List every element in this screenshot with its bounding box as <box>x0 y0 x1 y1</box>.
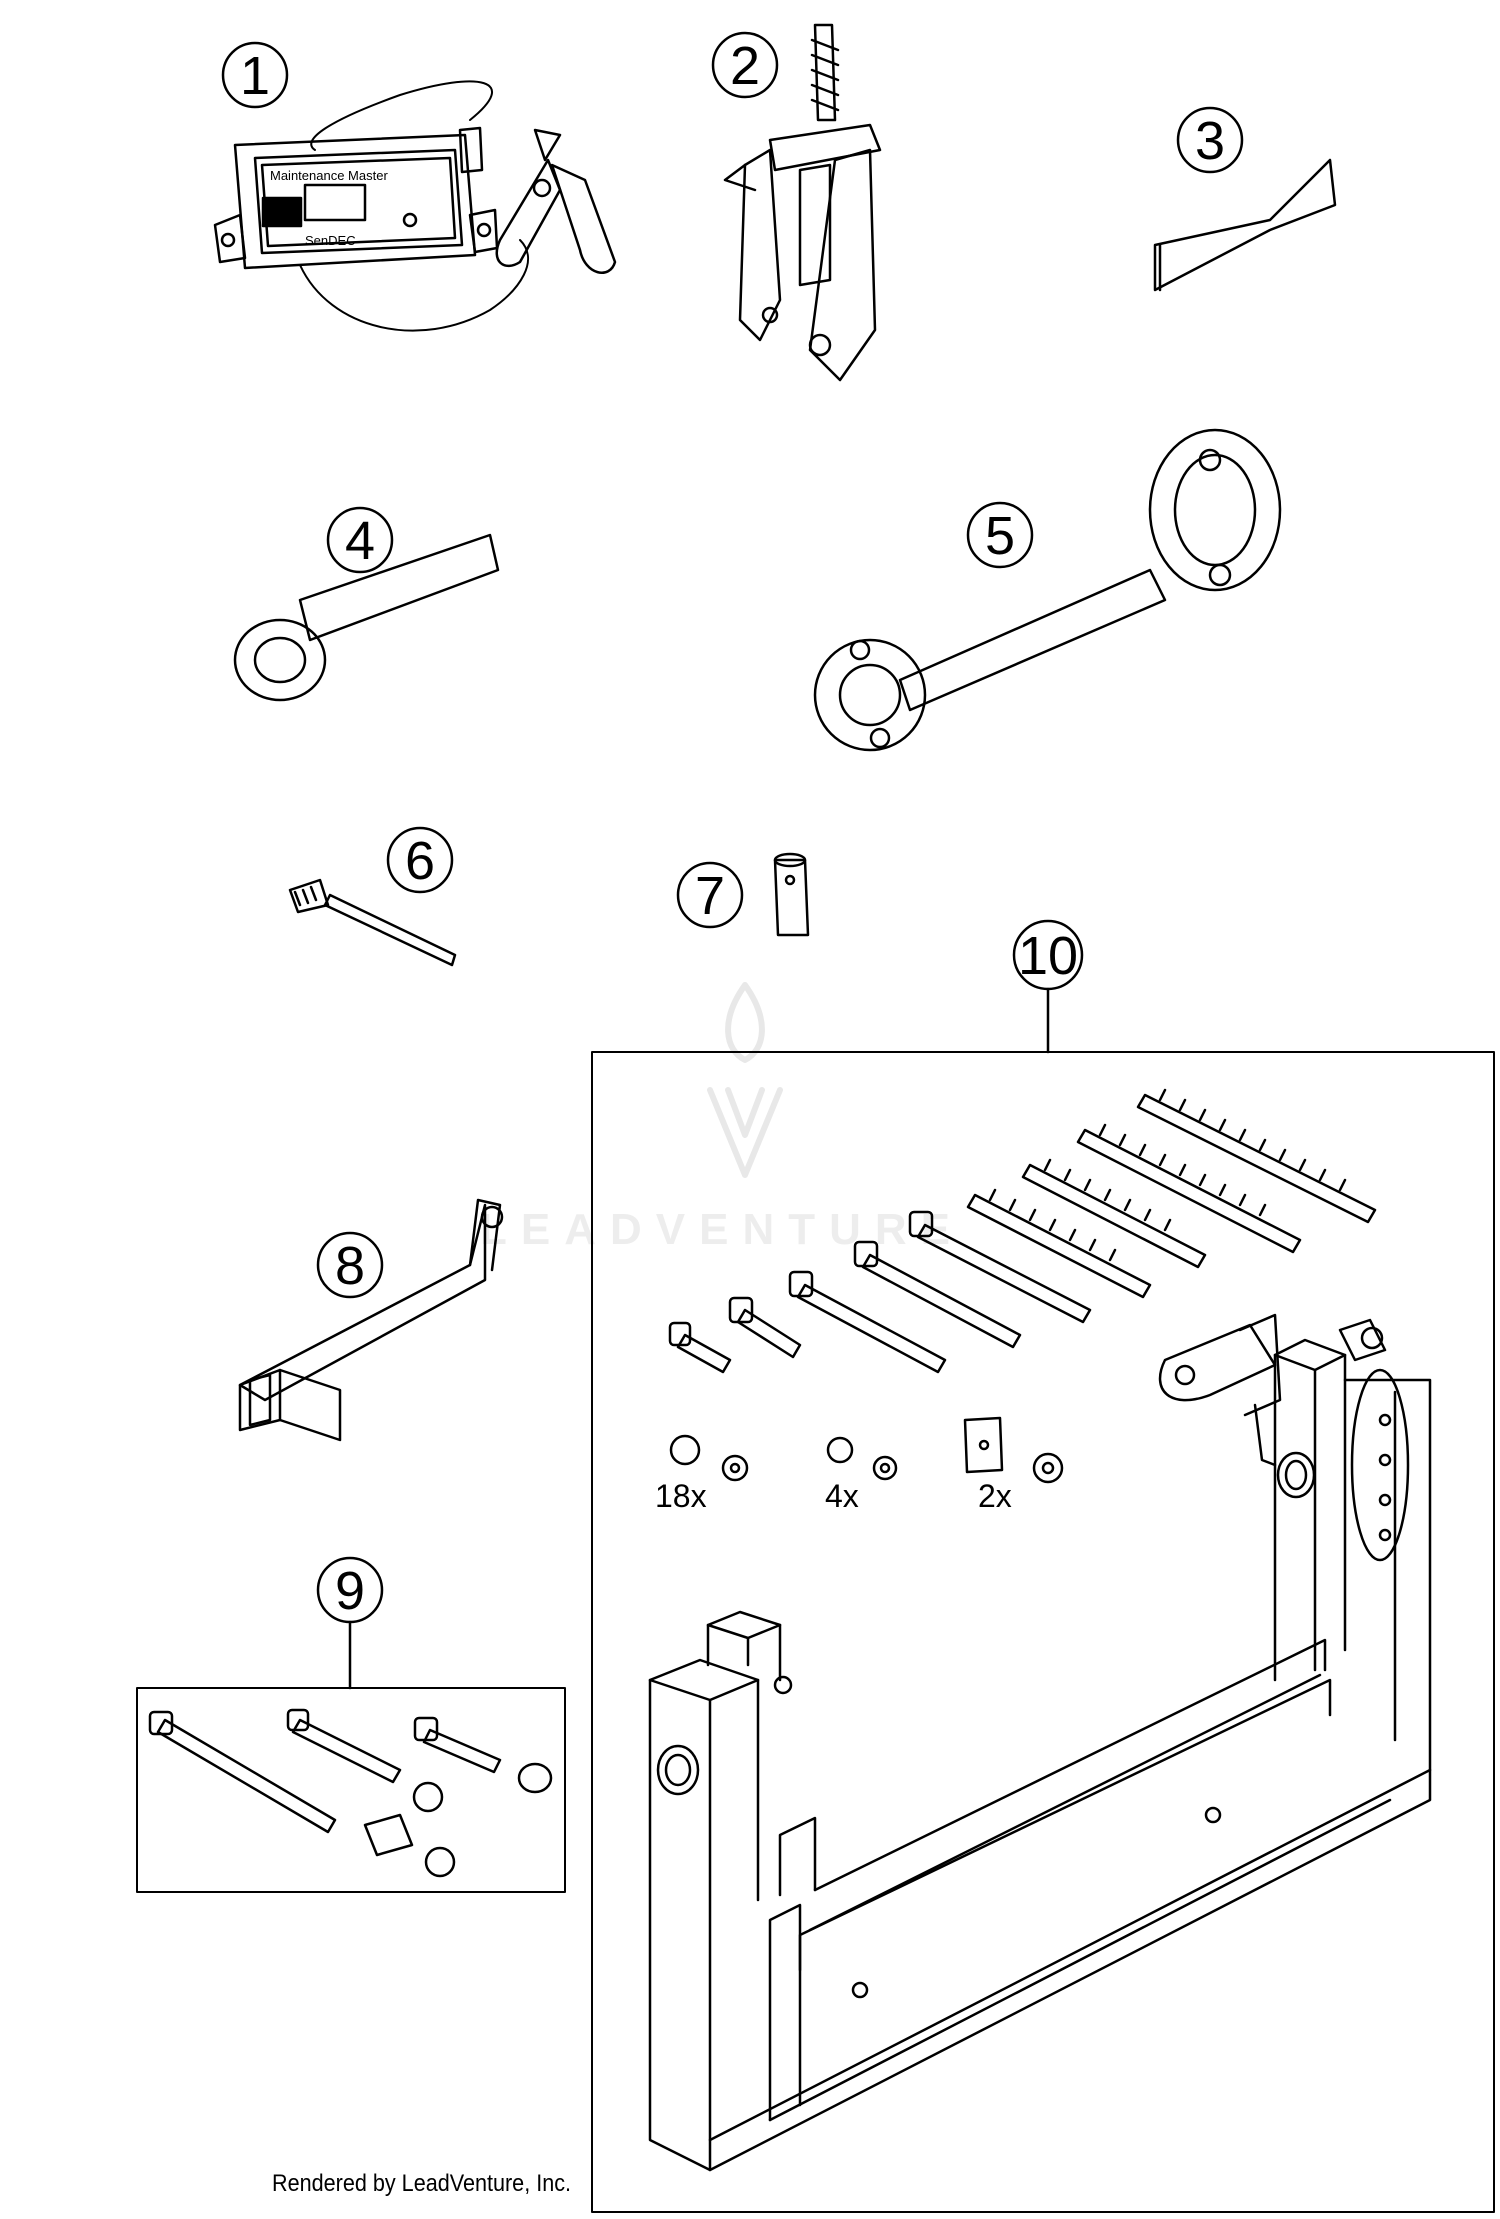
stand-bolts <box>668 1210 1092 1374</box>
part-7-sleeve: 7 <box>676 852 810 937</box>
callout-2-number: 2 <box>730 36 760 96</box>
callout-1-circle <box>221 41 289 109</box>
stand-frame <box>648 1313 1432 2172</box>
part-1-maintenance-meter: 1 Maintenance Master SenDEC <box>213 41 617 332</box>
part-9-bolt-kit: 9 <box>136 1556 566 1893</box>
part-8-offset-wrench: 8 <box>238 1198 504 1442</box>
callout-7-circle <box>676 861 744 929</box>
part-10-box <box>591 1051 1495 2213</box>
watermark-text: LEADVENTURE <box>480 1205 965 1254</box>
part-4-pin-wrench: 4 <box>233 506 500 702</box>
qty-18x: 18x <box>655 1478 707 1514</box>
callout-5-number: 5 <box>985 506 1015 566</box>
meter-label-line2: SenDEC <box>305 233 356 248</box>
callout-5-circle <box>966 501 1034 569</box>
callout-6-circle <box>386 826 454 894</box>
callout-9-number: 9 <box>335 1561 365 1621</box>
part-5-spanner: 5 <box>813 428 1282 752</box>
part-10-stand: 10 <box>591 919 1495 2213</box>
watermark-logo <box>707 982 783 1178</box>
callout-3-circle <box>1176 106 1244 174</box>
footer-credit: Rendered by LeadVenture, Inc. <box>272 2170 572 2197</box>
callout-2-circle <box>711 31 779 99</box>
threaded-rods <box>966 1088 1377 1299</box>
callout-7-number: 7 <box>695 866 725 926</box>
part-9-box <box>136 1687 566 1893</box>
part-6-hex-tool: 6 <box>288 826 457 967</box>
qty-2x: 2x <box>978 1478 1012 1514</box>
callout-3-number: 3 <box>1195 111 1225 171</box>
callout-10-number: 10 <box>1018 926 1078 986</box>
stand-hardware: 18x 4x 2x <box>655 1416 1064 1514</box>
part-2-puller: 2 <box>711 23 882 382</box>
callout-1-number: 1 <box>240 46 270 106</box>
callout-8-circle <box>316 1231 384 1299</box>
part-3-plate: 3 <box>1153 106 1337 292</box>
callout-4-number: 4 <box>345 511 375 571</box>
meter-label-line1: Maintenance Master <box>270 168 388 183</box>
callout-4-circle <box>326 506 394 574</box>
callout-6-number: 6 <box>405 831 435 891</box>
callout-8-number: 8 <box>335 1236 365 1296</box>
qty-4x: 4x <box>825 1478 859 1514</box>
